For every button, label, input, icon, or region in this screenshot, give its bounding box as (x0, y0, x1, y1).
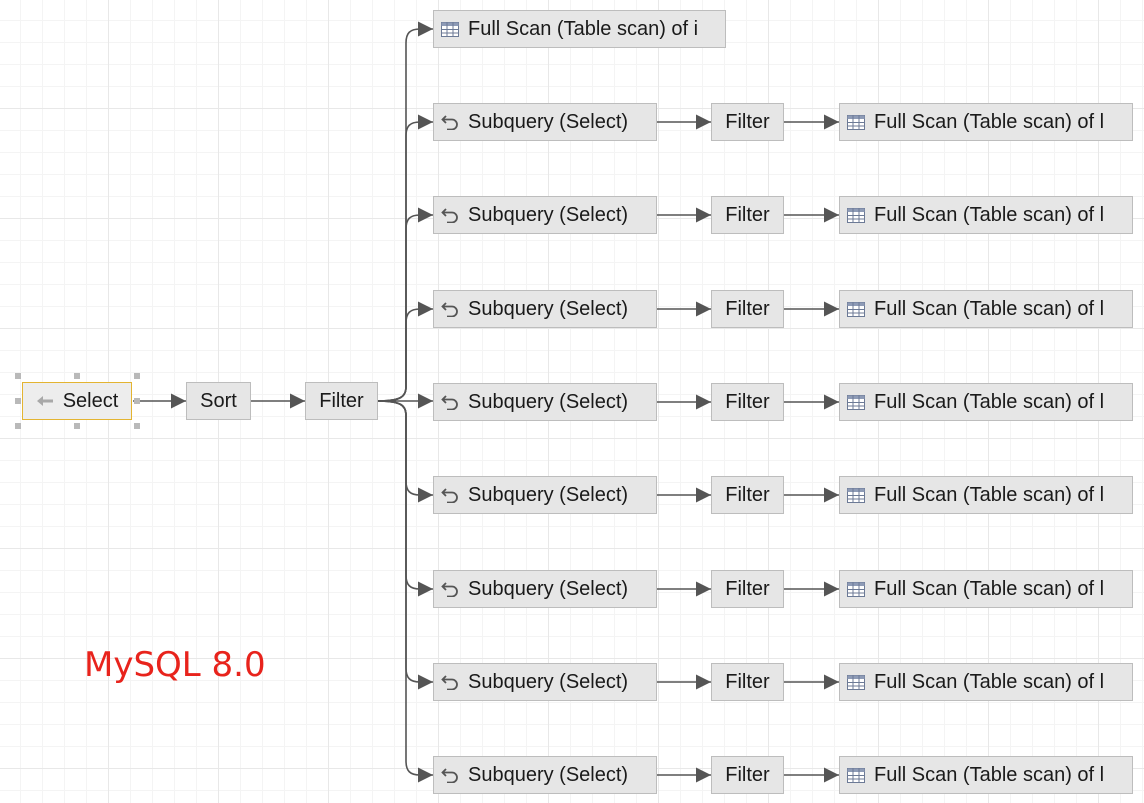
filter-node-label: Filter (319, 389, 364, 412)
full-scan-label: Full Scan (Table scan) of l (874, 670, 1105, 693)
undo-arrow-icon (441, 394, 459, 410)
subquery-node-label: Subquery (Select) (468, 577, 629, 600)
edge-filter-subquery (377, 301, 433, 402)
selection-handle[interactable] (15, 373, 21, 379)
subquery-node-label: Subquery (Select) (468, 483, 629, 506)
branch-filter-label: Filter (725, 670, 770, 693)
selection-handle[interactable] (74, 373, 80, 379)
undo-arrow-icon (441, 301, 459, 317)
subquery-node-label: Subquery (Select) (468, 203, 629, 226)
selection-handle[interactable] (15, 423, 21, 429)
edge-filter-subquery (377, 400, 433, 783)
undo-arrow-icon (441, 767, 459, 783)
subquery-node[interactable]: Subquery (Select) (433, 383, 657, 421)
full-scan-label: Full Scan (Table scan) of l (874, 110, 1105, 133)
branch-filter-label: Filter (725, 763, 770, 786)
undo-arrow-icon (441, 487, 459, 503)
branch-filter-label: Filter (725, 577, 770, 600)
full-scan-label: Full Scan (Table scan) of l (874, 390, 1105, 413)
table-icon (441, 21, 459, 37)
subquery-node-label: Subquery (Select) (468, 297, 629, 320)
full-scan-node-l[interactable]: Full Scan (Table scan) of l (839, 290, 1133, 328)
sort-node-label: Sort (200, 389, 237, 412)
undo-arrow-icon (441, 207, 459, 223)
subquery-node[interactable]: Subquery (Select) (433, 756, 657, 794)
full-scan-node-l[interactable]: Full Scan (Table scan) of l (839, 383, 1133, 421)
full-scan-label: Full Scan (Table scan) of i (468, 17, 699, 40)
subquery-node-label: Subquery (Select) (468, 390, 629, 413)
table-icon (847, 207, 865, 223)
subquery-node[interactable]: Subquery (Select) (433, 663, 657, 701)
full-scan-label: Full Scan (Table scan) of l (874, 483, 1105, 506)
branch-filter-label: Filter (725, 390, 770, 413)
branch-filter-node[interactable]: Filter (711, 756, 784, 794)
subquery-node[interactable]: Subquery (Select) (433, 103, 657, 141)
branch-filter-label: Filter (725, 110, 770, 133)
table-icon (847, 674, 865, 690)
branch-filter-label: Filter (725, 297, 770, 320)
full-scan-label: Full Scan (Table scan) of l (874, 763, 1105, 786)
branch-filter-node[interactable]: Filter (711, 383, 784, 421)
branch-filter-label: Filter (725, 483, 770, 506)
full-scan-node-i[interactable]: Full Scan (Table scan) of i (433, 10, 726, 48)
subquery-node-label: Subquery (Select) (468, 763, 629, 786)
subquery-node[interactable]: Subquery (Select) (433, 196, 657, 234)
full-scan-node-l[interactable]: Full Scan (Table scan) of l (839, 196, 1133, 234)
undo-arrow-icon (441, 674, 459, 690)
full-scan-node-l[interactable]: Full Scan (Table scan) of l (839, 476, 1133, 514)
subquery-node-label: Subquery (Select) (468, 110, 629, 133)
table-icon (847, 301, 865, 317)
table-icon (847, 487, 865, 503)
undo-arrow-icon (441, 581, 459, 597)
selection-handle[interactable] (134, 398, 140, 404)
select-node-label: Select (62, 389, 119, 412)
subquery-node[interactable]: Subquery (Select) (433, 290, 657, 328)
selection-handle[interactable] (74, 423, 80, 429)
subquery-node[interactable]: Subquery (Select) (433, 570, 657, 608)
mysql-version-annotation: MySQL 8.0 (84, 645, 266, 685)
branch-filter-node[interactable]: Filter (711, 196, 784, 234)
full-scan-node-l[interactable]: Full Scan (Table scan) of l (839, 570, 1133, 608)
selection-handle[interactable] (134, 423, 140, 429)
branch-filter-label: Filter (725, 203, 770, 226)
branch-filter-node[interactable]: Filter (711, 290, 784, 328)
selection-handle[interactable] (15, 398, 21, 404)
arrow-left-icon (36, 394, 54, 408)
branch-filter-node[interactable]: Filter (711, 476, 784, 514)
full-scan-label: Full Scan (Table scan) of l (874, 203, 1105, 226)
table-icon (847, 581, 865, 597)
subquery-node-label: Subquery (Select) (468, 670, 629, 693)
table-icon (847, 767, 865, 783)
branch-filter-node[interactable]: Filter (711, 103, 784, 141)
full-scan-node-l[interactable]: Full Scan (Table scan) of l (839, 756, 1133, 794)
full-scan-label: Full Scan (Table scan) of l (874, 297, 1105, 320)
full-scan-label: Full Scan (Table scan) of l (874, 577, 1105, 600)
full-scan-node-l[interactable]: Full Scan (Table scan) of l (839, 103, 1133, 141)
subquery-node[interactable]: Subquery (Select) (433, 476, 657, 514)
selection-handle[interactable] (134, 373, 140, 379)
table-icon (847, 114, 865, 130)
branch-filter-node[interactable]: Filter (711, 663, 784, 701)
table-icon (847, 394, 865, 410)
filter-node[interactable]: Filter (305, 382, 378, 420)
undo-arrow-icon (441, 114, 459, 130)
full-scan-node-l[interactable]: Full Scan (Table scan) of l (839, 663, 1133, 701)
branch-filter-node[interactable]: Filter (711, 570, 784, 608)
select-node[interactable]: Select (22, 382, 132, 420)
sort-node[interactable]: Sort (186, 382, 251, 420)
